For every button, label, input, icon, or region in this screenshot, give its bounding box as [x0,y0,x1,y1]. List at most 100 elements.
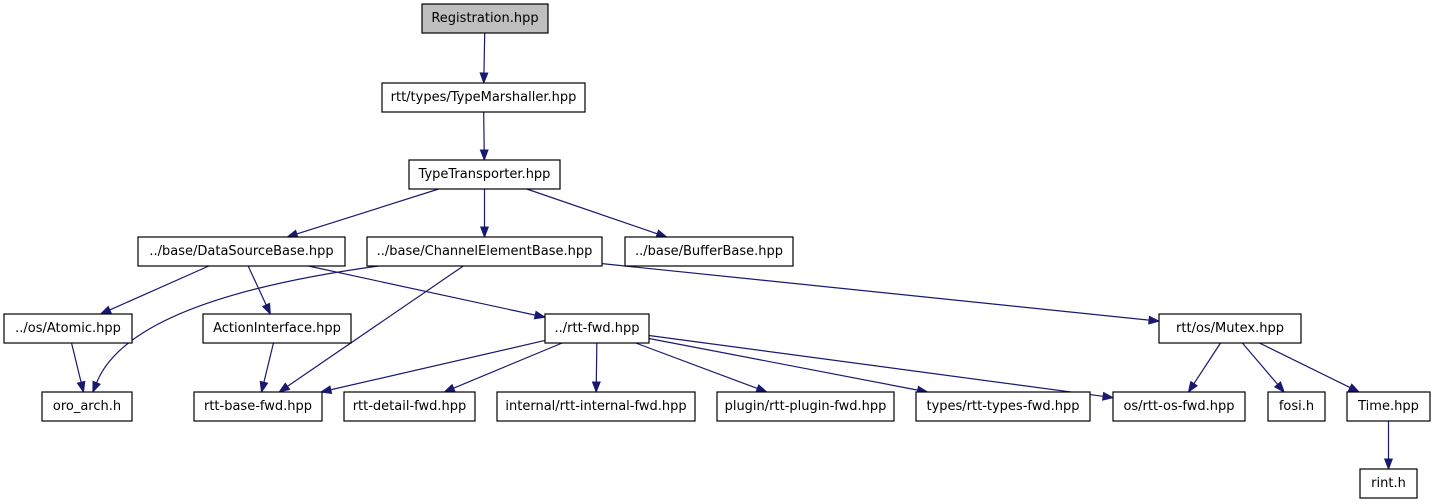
node-label: ../base/BufferBase.hpp [635,244,783,259]
node-channelelementbase[interactable]: ../base/ChannelElementBase.hpp [366,236,603,267]
node-label: Time.hpp [1357,399,1419,414]
node-label: ../base/ChannelElementBase.hpp [377,244,593,259]
arrowhead-icon [1148,315,1161,325]
node-label: rtt-detail-fwd.hpp [353,399,467,414]
edge-line [109,265,210,311]
node-box [716,391,895,422]
node-rttosfwd[interactable]: os/rtt-os-fwd.hpp [1112,391,1246,422]
node-label: plugin/rtt-plugin-fwd.hpp [725,399,887,414]
node-box [421,3,549,34]
edge-line [70,342,82,383]
node-oroarch[interactable]: oro_arch.h [41,391,133,422]
node-atomic[interactable]: ../os/Atomic.hpp [3,313,133,344]
edge-line [601,263,1150,321]
edge-registration-to-typemarshaller [479,32,489,85]
edge-line [1241,342,1279,385]
edge-line [1259,342,1351,389]
arrowhead-icon [655,229,669,238]
edge-time-to-rint [1383,421,1394,471]
node-label: rtt/os/Mutex.hpp [1176,321,1284,336]
arrowhead-icon [533,310,547,320]
node-box [1158,313,1302,344]
edge-line [483,32,486,74]
edge-line [635,342,758,390]
node-box [381,82,586,113]
edge-mutex-to-rttosfwd [1187,342,1222,394]
node-label: rtt/types/TypeMarshaller.hpp [391,90,577,105]
node-box [3,313,133,344]
node-box [1112,391,1246,422]
edges [70,32,1394,471]
arrowhead-icon [319,385,333,395]
node-typemarshaller[interactable]: rtt/types/TypeMarshaller.hpp [381,82,586,113]
arrowhead-icon [261,302,271,316]
arrowhead-icon [591,381,601,394]
edge-datasourcebase-to-rttfwd [308,265,547,320]
node-actioninterface[interactable]: ActionInterface.hpp [202,313,352,344]
arrowhead-icon [76,380,86,394]
arrowhead-icon [1347,383,1361,393]
node-fosi[interactable]: fosi.h [1267,391,1326,422]
node-rtttypesfwd[interactable]: types/rtt-types-fwd.hpp [915,391,1091,422]
arrowhead-icon [1383,458,1394,471]
node-label: ../base/DataSourceBase.hpp [149,244,333,259]
edge-line [648,334,1104,397]
edge-line [453,342,563,389]
node-box [366,236,603,267]
arrowhead-icon [443,383,456,393]
node-typetransporter[interactable]: TypeTransporter.hpp [408,159,561,190]
arrowhead-icon [1273,381,1286,394]
edge-channelelementbase-to-rttbasefwd [278,265,464,393]
edge-rttfwd-to-rttosfwd [648,334,1115,401]
edge-mutex-to-time [1259,342,1361,393]
node-time[interactable]: Time.hpp [1346,391,1431,422]
node-mutex[interactable]: rtt/os/Mutex.hpp [1158,313,1302,344]
edge-typetransporter-to-datasourcebase [285,188,439,239]
node-rttinternalfwd[interactable]: internal/rtt-internal-fwd.hpp [496,391,696,422]
node-box [496,391,696,422]
node-box [193,391,323,422]
node-box [1267,391,1326,422]
node-datasourcebase[interactable]: ../base/DataSourceBase.hpp [137,236,346,267]
arrowhead-icon [99,305,113,315]
arrowhead-icon [92,380,101,394]
node-box [1346,391,1431,422]
nodes: Registration.hpp rtt/types/TypeMarshaller… [3,3,1431,499]
node-rttdetailfwd[interactable]: rtt-detail-fwd.hpp [343,391,476,422]
edge-rttfwd-to-rttinternalfwd [591,342,601,394]
edge-line [595,342,598,383]
edge-line [526,188,658,235]
edge-typetransporter-to-bufferbase [526,188,669,238]
node-label: os/rtt-os-fwd.hpp [1123,399,1234,414]
node-label: internal/rtt-internal-fwd.hpp [505,399,686,414]
edge-line [308,265,536,316]
edge-rttfwd-to-rttbasefwd [319,339,546,395]
node-bufferbase[interactable]: ../base/BufferBase.hpp [624,236,794,267]
node-box [915,391,1091,422]
arrowhead-icon [479,72,489,85]
edge-line [296,188,439,235]
edge-channelelementbase-to-oroarch [92,265,379,394]
edge-line [330,339,546,391]
node-rttpluginfwd[interactable]: plugin/rtt-plugin-fwd.hpp [716,391,895,422]
edge-atomic-to-oroarch [70,342,86,394]
edge-typemarshaller-to-typetransporter [479,111,489,162]
arrowhead-icon [479,149,489,162]
node-label: oro_arch.h [53,399,121,414]
node-rttbasefwd[interactable]: rtt-base-fwd.hpp [193,391,323,422]
node-label: rint.h [1371,476,1406,491]
node-box [1359,468,1418,499]
node-rint[interactable]: rint.h [1359,468,1418,499]
edge-line [263,342,275,383]
arrowhead-icon [259,380,269,394]
node-registration[interactable]: Registration.hpp [421,3,549,34]
node-rttfwd[interactable]: ../rtt-fwd.hpp [544,313,650,344]
node-box [624,236,794,267]
arrowhead-icon [1101,391,1115,401]
edge-rttfwd-to-rttpluginfwd [635,342,769,393]
node-box [408,159,561,190]
node-label: ../rtt-fwd.hpp [555,321,640,336]
node-box [202,313,352,344]
edge-typetransporter-to-channelelementbase [479,189,490,239]
